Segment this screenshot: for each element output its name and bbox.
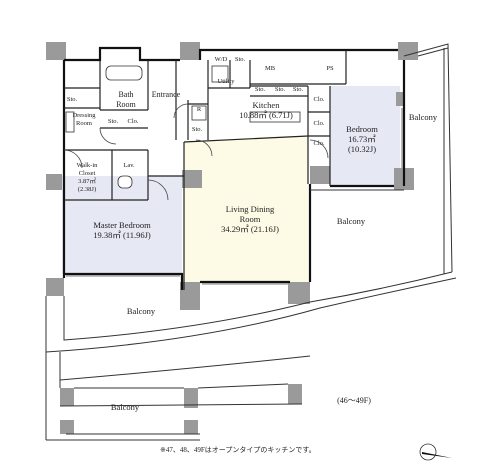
refrigerator <box>191 105 207 121</box>
windows <box>66 108 403 285</box>
label-sto-wd: Sto. <box>234 56 246 63</box>
floors-note: (46～49F) <box>337 396 371 405</box>
label-mb: MB <box>264 65 276 72</box>
label-utility: Utility <box>217 78 235 85</box>
living-room-fill <box>184 134 308 282</box>
label-clo-bed-2: Clo. <box>313 120 325 127</box>
label-bedroom: Bedroom 16.73㎡ (10.32J) <box>346 124 378 154</box>
balcony-main <box>45 43 457 353</box>
label-master-bedroom: Master Bedroom 19.38㎡ (11.96J) <box>93 220 151 240</box>
interior-walls <box>64 50 347 290</box>
label-sto-k3: Sto. <box>292 86 304 93</box>
label-balcony-right: Balcony <box>408 112 438 122</box>
walls <box>62 46 406 290</box>
label-wd: W/D <box>214 56 228 63</box>
label-kitchen: Kitchen 10.88㎡ (6.71J) <box>239 100 293 120</box>
label-balcony-inset: Balcony <box>110 402 140 412</box>
label-clo-bed-1: Clo. <box>313 96 325 103</box>
toilet <box>117 175 133 189</box>
label-sto-k2: Sto. <box>274 86 286 93</box>
label-sto-dress: Sto. <box>107 118 119 125</box>
label-ps: PS <box>326 65 334 72</box>
kitchen-counter <box>249 111 301 123</box>
washer <box>211 65 229 83</box>
label-clo-bed-3: Clo. <box>313 140 325 147</box>
label-living: Living Dining Room 34.29㎡ (21.16J) <box>221 204 279 234</box>
label-bath: Bath Room <box>116 90 136 109</box>
label-sto-k1: Sto. <box>254 86 266 93</box>
label-dressing: Dressing Room <box>72 112 96 127</box>
label-sto-entrance: Sto. <box>191 126 203 133</box>
master-bedroom-fill <box>62 176 182 274</box>
sink-dressing <box>65 111 75 133</box>
label-balcony-mid-right: Balcony <box>336 216 366 226</box>
pillars <box>46 42 418 434</box>
doors <box>63 103 329 201</box>
bedroom-fill <box>330 86 400 186</box>
footnote: ※47、48、49Fはオープンタイプのキッチンです。 <box>160 446 316 454</box>
label-balcony-bottom: Balcony <box>126 306 156 316</box>
bathtub <box>105 65 143 81</box>
label-walkin: Walk-in Closet 3.87㎡ (2.38J) <box>76 162 98 193</box>
north-arrow-icon <box>419 443 452 461</box>
label-entrance: Entrance <box>151 90 181 99</box>
label-clo-dress: Clo. <box>127 118 139 125</box>
fixtures <box>65 65 301 189</box>
label-r: R <box>196 106 202 113</box>
balcony-inset <box>45 352 311 441</box>
label-sto-top-left: Sto. <box>66 96 78 103</box>
label-lav: Lav. <box>123 162 135 169</box>
